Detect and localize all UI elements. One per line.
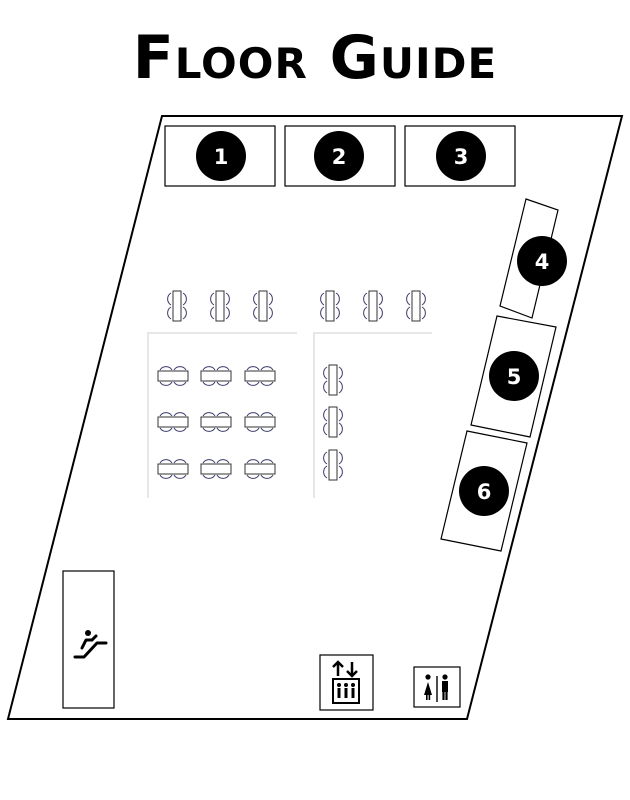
shop-2[interactable]: 2: [284, 125, 396, 187]
page-title: Floor Guide: [132, 23, 498, 93]
table-1: [157, 366, 189, 386]
shop-6[interactable]: 6: [440, 430, 528, 552]
table-8: [200, 459, 232, 479]
booth-3: [253, 290, 273, 322]
table-7: [157, 459, 189, 479]
shop-5[interactable]: 5: [470, 315, 557, 438]
booth-4: [320, 290, 340, 322]
booth-5: [363, 290, 383, 322]
side-tables: [323, 364, 343, 481]
booth-2: [210, 290, 230, 322]
escalator-icon: [73, 630, 108, 659]
table-2: [200, 366, 232, 386]
table-4: [157, 412, 189, 432]
restrooms[interactable]: [413, 666, 461, 708]
floor-outline: [6, 115, 624, 720]
shop-4[interactable]: 4: [499, 198, 567, 319]
side-table-3: [323, 449, 343, 481]
booth-6: [406, 290, 426, 322]
table-5: [200, 412, 232, 432]
shop-4-number: 4: [535, 250, 550, 274]
restroom-icon: [424, 674, 448, 702]
side-table-2: [323, 406, 343, 438]
table-3: [244, 366, 276, 386]
elevator-icon: [332, 660, 360, 704]
shop-2-number: 2: [332, 145, 347, 169]
seating-partitions: [147, 332, 432, 498]
table-6: [244, 412, 276, 432]
side-table-1: [323, 364, 343, 396]
shop-3-number: 3: [454, 145, 469, 169]
shop-1[interactable]: 1: [164, 125, 276, 187]
booth-1: [167, 290, 187, 322]
escalator[interactable]: [62, 570, 115, 709]
booth-seating: [167, 290, 426, 322]
shop-6-number: 6: [477, 480, 492, 504]
shop-3[interactable]: 3: [404, 125, 516, 187]
shop-5-number: 5: [507, 365, 522, 389]
dining-tables: [157, 366, 276, 479]
table-9: [244, 459, 276, 479]
elevator[interactable]: [319, 654, 374, 711]
shop-1-number: 1: [214, 145, 229, 169]
